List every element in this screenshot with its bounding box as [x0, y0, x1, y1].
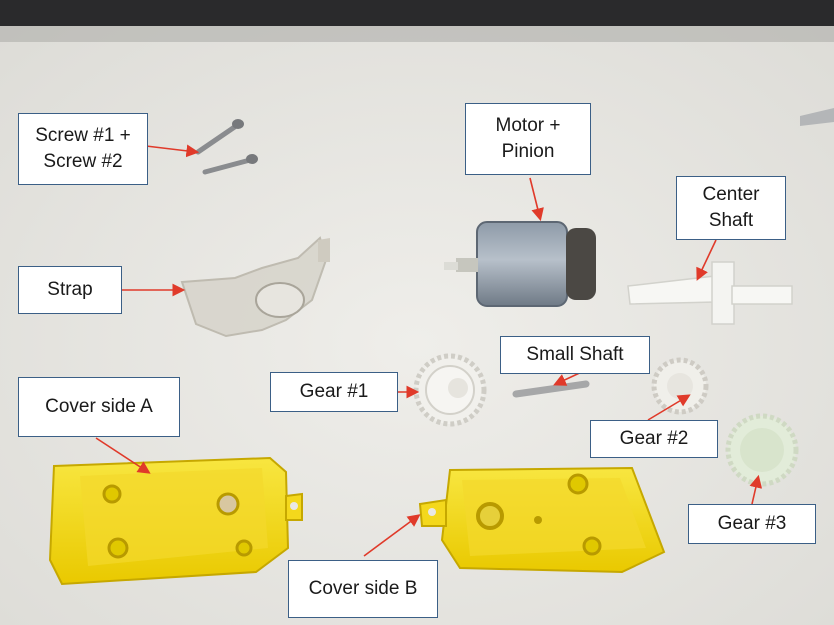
label-cover-side-b: Cover side B [288, 560, 438, 618]
gear-2 [651, 357, 709, 415]
label-gear-2: Gear #2 [590, 420, 718, 458]
center-shaft [627, 261, 793, 325]
screws [195, 119, 258, 175]
label-motor-line-2: Pinion [501, 141, 555, 162]
label-small-shaft: Small Shaft [500, 336, 650, 374]
arrow-motor [529, 177, 544, 222]
cover-side-a [48, 456, 303, 586]
top-shadow-strip [0, 26, 834, 42]
arrow-cover-b [363, 514, 421, 557]
label-center-shaft: Center Shaft [676, 176, 786, 240]
arrow-center-shaft [696, 239, 717, 281]
gear-3 [725, 413, 799, 487]
motor [444, 221, 596, 307]
arrow-screws [145, 144, 200, 158]
cover-side-b [418, 466, 666, 574]
label-motor-line-1: Motor + [495, 115, 561, 137]
label-center-shaft-line-1: Center [702, 184, 760, 206]
label-screws-line-1: Screw #1 + [35, 125, 131, 147]
gear-1 [413, 353, 487, 427]
label-screws-line-2: Screw #2 [43, 151, 123, 172]
label-motor: Motor + Pinion [465, 103, 591, 175]
arrow-cover-a [95, 437, 151, 474]
label-screws: Screw #1 + Screw #2 [18, 113, 148, 185]
label-cover-side-a: Cover side A [18, 377, 180, 437]
label-gear-3: Gear #3 [688, 504, 816, 544]
label-center-shaft-line-2: Shaft [708, 210, 754, 231]
label-strap: Strap [18, 266, 122, 314]
strap [180, 236, 330, 338]
arrow-gear-2 [647, 394, 691, 421]
arrow-gear-3 [749, 474, 763, 505]
top-dark-edge [0, 0, 834, 26]
label-gear-1: Gear #1 [270, 372, 398, 412]
pointer-arrows [95, 144, 763, 557]
small-shaft-part [512, 380, 590, 398]
screwdriver-tip [800, 108, 834, 126]
